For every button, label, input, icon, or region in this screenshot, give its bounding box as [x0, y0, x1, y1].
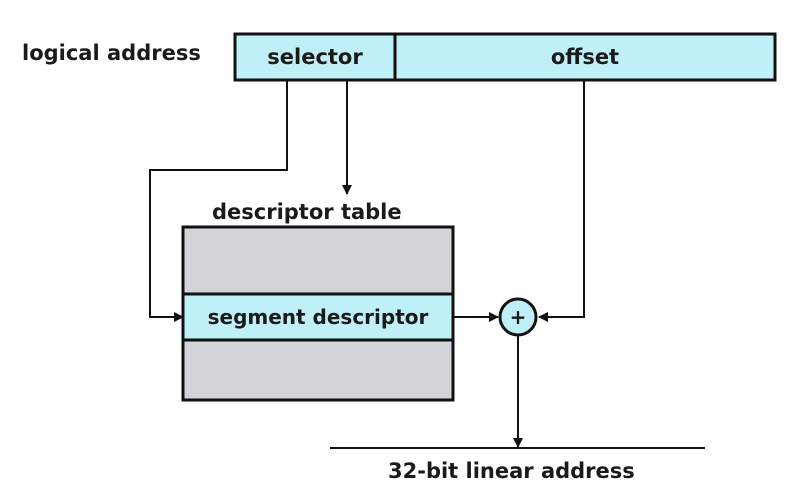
offset-label: offset	[550, 45, 620, 69]
descriptor-table-label: descriptor table	[212, 200, 402, 224]
logical-address-label: logical address	[22, 41, 201, 65]
selector-box	[233, 32, 397, 82]
selector-label: selector	[267, 45, 363, 69]
offset-to-adder-arrow	[538, 80, 585, 322]
adder-symbol: +	[509, 305, 527, 329]
selector-to-descriptor-arrow	[149, 80, 288, 322]
linear-address-label: 32-bit linear address	[388, 459, 635, 483]
segment-descriptor-label: segment descriptor	[207, 305, 429, 329]
